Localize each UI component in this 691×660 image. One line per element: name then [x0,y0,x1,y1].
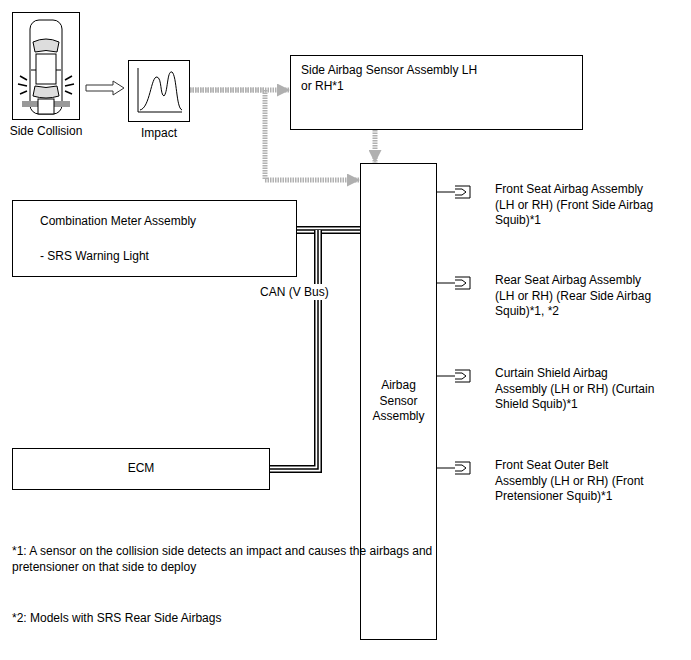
connector [437,376,455,377]
node-text: Side Collision [0,124,109,140]
illustration-box: Side Collision [12,12,80,120]
node-text: Rear Seat Airbag Assembly (LH or RH) (Re… [495,273,655,320]
footnote: *2: Models with SRS Rear Side Airbags [12,610,442,626]
connector [86,81,124,95]
node-text: Curtain Shield Airbag Assembly (LH or RH… [495,366,655,413]
impact-graph [138,68,182,112]
sensor-box: Side Airbag Sensor Assembly LH or RH*1 [290,55,583,130]
connector [297,230,360,231]
node-text: Side Airbag Sensor Assembly LH or RH*1 [301,63,481,94]
squib-item: Rear Seat Airbag Assembly (LH or RH) (Re… [455,273,665,320]
squib-item: Curtain Shield Airbag Assembly (LH or RH… [455,366,665,413]
squib-item: Front Seat Airbag Assembly (LH or RH) (F… [455,182,665,229]
footnote: *1: A sensor on the collision side detec… [12,543,442,575]
squib-symbol [455,186,470,474]
airbag-sensor-box: Airbag Sensor Assembly [360,163,437,640]
node-text: Combination Meter Assembly [40,214,269,230]
node-text: Airbag Sensor Assembly [368,378,430,425]
connector [437,192,455,193]
bus-label: CAN (V Bus) [258,284,331,300]
node-text: Front Seat Outer Belt Assembly (LH or RH… [495,458,655,505]
meter-box: Combination Meter Assembly - SRS Warning … [12,200,297,277]
node-text: Impact [99,126,219,142]
node-text: Front Seat Airbag Assembly (LH or RH) (F… [495,182,655,229]
connector [437,283,455,284]
ecm-box: ECM [12,448,270,490]
graph-box: Impact [128,60,190,122]
car-illustration [18,20,74,114]
connector [437,468,455,469]
node-text: - SRS Warning Light [40,249,269,265]
node-text: ECM [128,461,155,477]
squib-item: Front Seat Outer Belt Assembly (LH or RH… [455,458,665,505]
connector [375,130,376,163]
